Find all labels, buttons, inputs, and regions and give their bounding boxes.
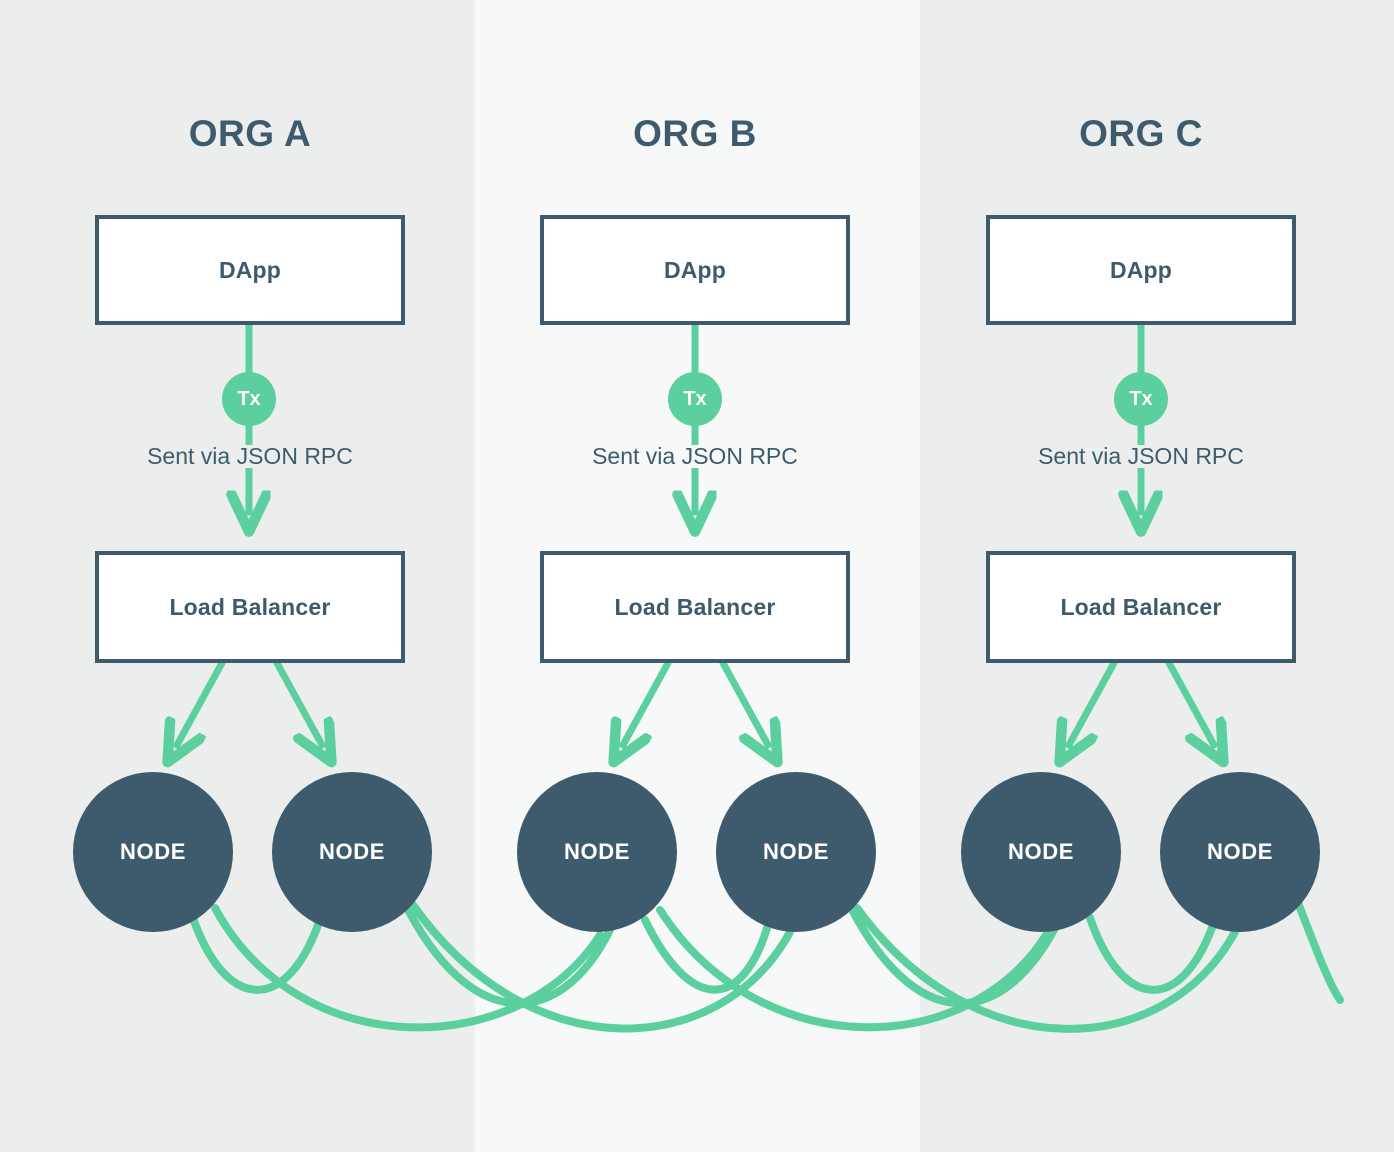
tx-label-org-b: Tx <box>683 387 707 410</box>
node-label-org-b-1: NODE <box>564 839 630 864</box>
tx-circle-icon-org-a[interactable]: Tx <box>222 372 276 426</box>
node-org-a-1[interactable]: NODE <box>73 772 233 932</box>
peer-link-a2-b2 <box>409 901 794 1033</box>
tx-circle-icon-org-c[interactable]: Tx <box>1114 372 1168 426</box>
dapp-label-org-b: DApp <box>663 256 727 283</box>
load-balancer-box-org-a[interactable]: Load Balancer <box>95 551 405 663</box>
peer-link-b2-c1 <box>844 898 1059 1008</box>
lb-to-node-arrow-org-b-2 <box>719 659 768 745</box>
tx-label-org-a: Tx <box>237 387 261 410</box>
load-balancer-label-org-b: Load Balancer <box>614 593 776 620</box>
tx-circle-icon-org-b[interactable]: Tx <box>668 372 722 426</box>
peer-link-b2-c2 <box>853 904 1239 1033</box>
lb-to-node-arrow-org-c-2 <box>1165 659 1214 745</box>
lb-to-node-arrow-org-a-1 <box>177 659 226 745</box>
node-org-a-2[interactable]: NODE <box>272 772 432 932</box>
node-label-org-a-1: NODE <box>120 839 186 864</box>
lb-to-node-arrow-org-a-2 <box>273 659 322 745</box>
load-balancer-label-org-c: Load Balancer <box>1060 593 1222 620</box>
peer-link-a2-b1 <box>399 896 614 1008</box>
node-label-org-c-1: NODE <box>1008 839 1074 864</box>
peer-link-c1-c2 <box>1086 914 1217 994</box>
rpc-label-org-b: Sent via JSON RPC <box>540 445 850 468</box>
load-balancer-box-org-b[interactable]: Load Balancer <box>540 551 850 663</box>
node-org-b-1[interactable]: NODE <box>517 772 677 932</box>
org-title-a: ORG A <box>188 113 312 154</box>
peer-link-a1-a2 <box>189 914 322 994</box>
dapp-box-org-c[interactable]: DApp <box>986 215 1296 325</box>
dapp-label-org-c: DApp <box>1109 256 1173 283</box>
node-org-b-2[interactable]: NODE <box>716 772 876 932</box>
load-balancer-box-org-c[interactable]: Load Balancer <box>986 551 1296 663</box>
dapp-label-org-a: DApp <box>218 256 282 283</box>
peer-link-a1-b1 <box>211 904 604 1032</box>
node-label-org-c-2: NODE <box>1207 839 1273 864</box>
node-org-c-2[interactable]: NODE <box>1160 772 1320 932</box>
rpc-label-org-c: Sent via JSON RPC <box>986 445 1296 468</box>
tx-label-org-c: Tx <box>1129 387 1153 410</box>
lb-to-node-arrow-org-b-1 <box>623 659 672 745</box>
dapp-box-org-a[interactable]: DApp <box>95 215 405 325</box>
peer-mesh-curves <box>189 896 1344 1033</box>
peer-link-c2-edge <box>1293 896 1344 1004</box>
node-org-c-1[interactable]: NODE <box>961 772 1121 932</box>
dapp-box-org-b[interactable]: DApp <box>540 215 850 325</box>
rpc-label-org-a: Sent via JSON RPC <box>95 445 405 468</box>
org-title-c: ORG C <box>1079 113 1203 154</box>
peer-link-b1-b2 <box>641 916 772 994</box>
node-label-org-b-2: NODE <box>763 839 829 864</box>
lb-to-node-arrow-org-c-1 <box>1069 659 1118 745</box>
node-label-org-a-2: NODE <box>319 839 385 864</box>
org-title-b: ORG B <box>633 113 757 154</box>
peer-link-b1-c1 <box>656 906 1052 1032</box>
load-balancer-label-org-a: Load Balancer <box>169 593 331 620</box>
